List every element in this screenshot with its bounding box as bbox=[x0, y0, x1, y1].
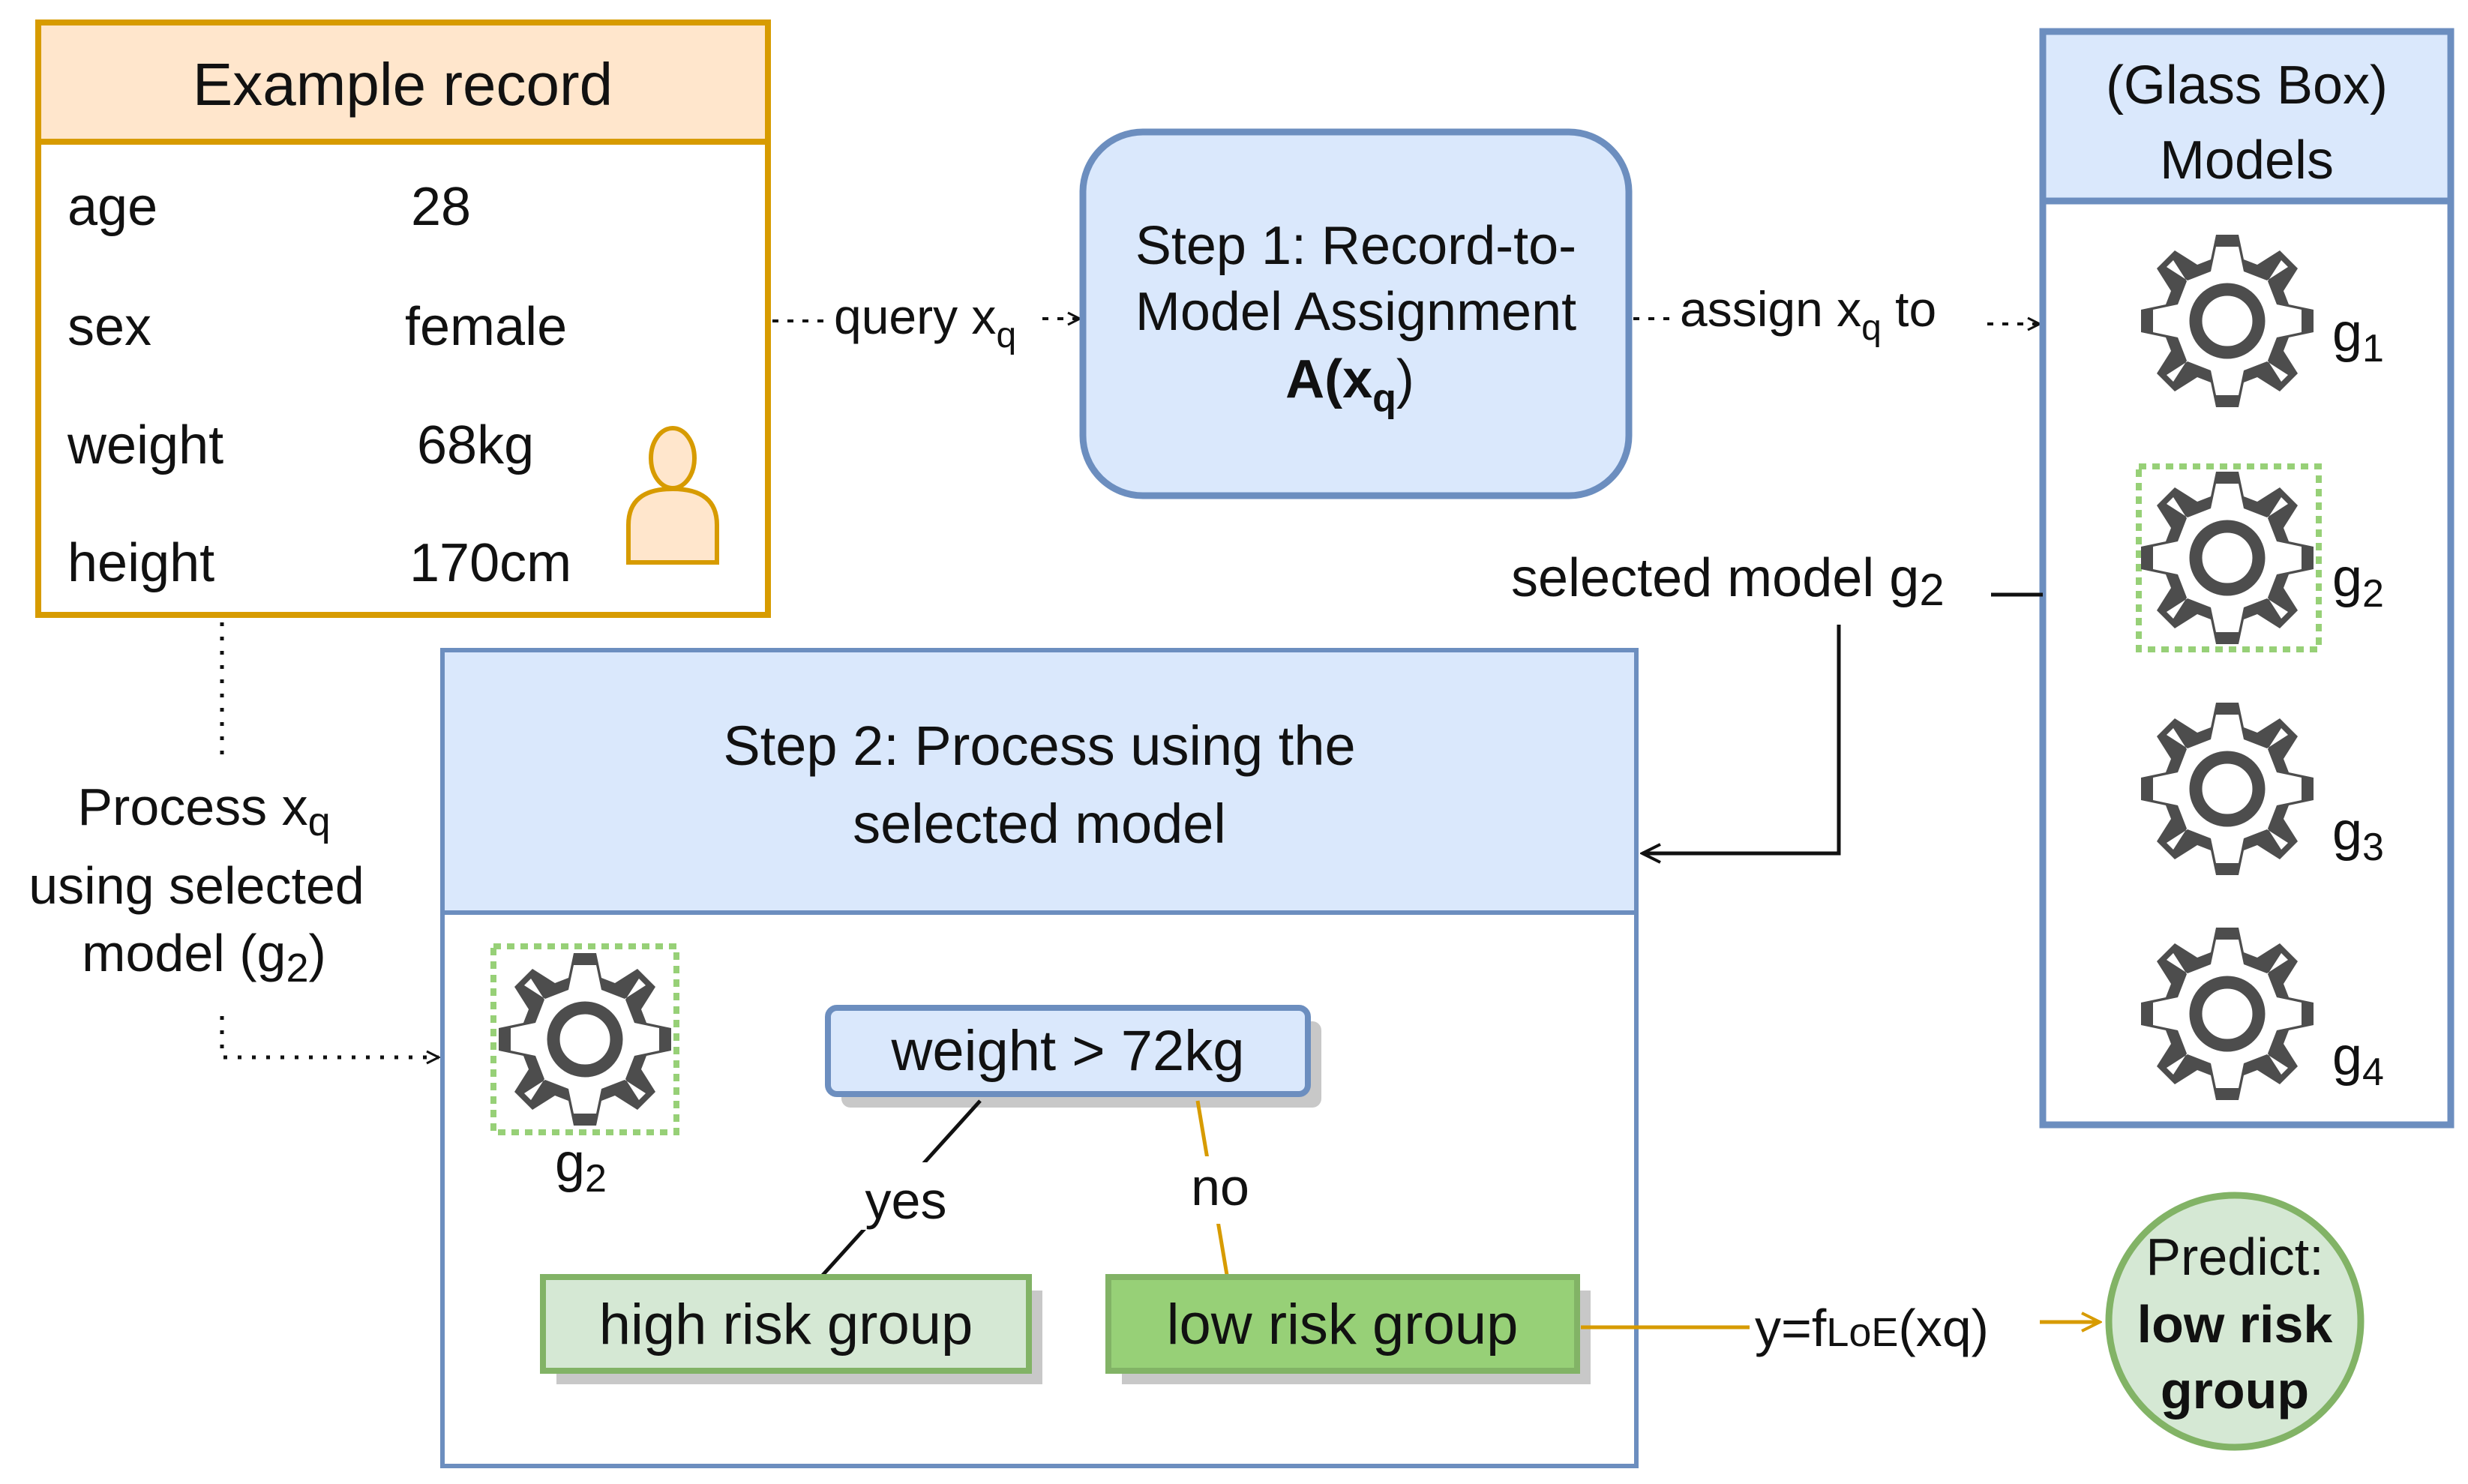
step1-line1: Step 1: Record-to- bbox=[1135, 216, 1576, 276]
process-label-line2: using selected bbox=[28, 856, 364, 915]
field-name-sex: sex bbox=[67, 297, 151, 357]
process-label-line1: Process xq bbox=[77, 778, 330, 844]
field-name-height: height bbox=[67, 533, 214, 593]
models-title-line2: Models bbox=[2160, 130, 2334, 190]
models-panel: (Glass Box) Models g1 g2 g3 g4 bbox=[2039, 28, 2455, 1129]
prediction-line2: low risk bbox=[2137, 1295, 2333, 1354]
models-body bbox=[2039, 197, 2455, 1129]
person-icon bbox=[626, 426, 719, 565]
model-g1-label: g1 bbox=[2332, 303, 2384, 370]
output-arrow: y=fLoE(xq) bbox=[1581, 1299, 2100, 1357]
prediction-node: Predict: low risk group bbox=[2105, 1192, 2365, 1451]
models-title-line1: (Glass Box) bbox=[2106, 55, 2388, 115]
model-g2: g2 bbox=[2136, 463, 2384, 652]
leaf-low-label: low risk group bbox=[1167, 1293, 1519, 1357]
record-title: Example record bbox=[193, 51, 613, 118]
leaf-low-risk: low risk group bbox=[1105, 1274, 1591, 1384]
query-arrow: query xq bbox=[772, 289, 1080, 355]
field-value-weight: 68kg bbox=[417, 415, 534, 475]
record-header bbox=[35, 19, 771, 145]
model-g4-label: g4 bbox=[2332, 1027, 2384, 1094]
leaf-low-box bbox=[1105, 1274, 1580, 1374]
model-g4: g4 bbox=[2141, 928, 2384, 1100]
leaf-high-risk: high risk group bbox=[540, 1274, 1042, 1384]
step2-box: Step 2: Process using the selected model… bbox=[440, 648, 1639, 1468]
step2-title-line2: selected model bbox=[853, 793, 1226, 855]
no-label-bg bbox=[1177, 1156, 1267, 1224]
output-label: y=fLoE(xq) bbox=[1755, 1299, 1989, 1357]
example-record-box: Example record age 28 sex female weight … bbox=[35, 19, 771, 618]
field-name-age: age bbox=[67, 177, 157, 237]
decision-box bbox=[825, 1005, 1311, 1097]
no-label: no bbox=[1191, 1158, 1249, 1216]
assign-label: assign xq to bbox=[1680, 281, 1936, 348]
step1-box: Step 1: Record-to- Model Assignment A(xq… bbox=[1079, 128, 1633, 499]
field-value-age: 28 bbox=[411, 177, 471, 237]
field-value-height: 170cm bbox=[409, 533, 571, 593]
step2-model-label: g2 bbox=[555, 1133, 607, 1201]
step2-model: g2 bbox=[490, 943, 679, 1201]
selected-model-highlight bbox=[490, 943, 679, 1135]
yes-label: yes bbox=[865, 1171, 947, 1230]
prediction-line1: Predict: bbox=[2146, 1228, 2323, 1286]
step2-title-line1: Step 2: Process using the bbox=[723, 715, 1355, 777]
query-label: query xq bbox=[834, 289, 1016, 355]
leaf-high-box bbox=[540, 1274, 1032, 1374]
selected-model-arrow: selected model g2 bbox=[1511, 548, 2043, 853]
step2-header bbox=[440, 648, 1639, 915]
step1-line2: Model Assignment bbox=[1135, 282, 1576, 342]
prediction-line3: group bbox=[2161, 1361, 2309, 1420]
yes-label-bg bbox=[847, 1162, 967, 1230]
process-label-line3: model (g2) bbox=[82, 924, 326, 991]
model-g3-label: g3 bbox=[2332, 802, 2384, 869]
model-g1: g1 bbox=[2141, 235, 2384, 407]
model-g2-label: g2 bbox=[2332, 548, 2384, 616]
selected-model-highlight bbox=[2136, 463, 2322, 652]
field-value-sex: female bbox=[405, 297, 567, 357]
field-name-weight: weight bbox=[67, 415, 223, 475]
process-arrow: Process xq using selected model (g2) bbox=[28, 622, 439, 1057]
model-g3: g3 bbox=[2141, 703, 2384, 875]
leaf-high-label: high risk group bbox=[599, 1293, 973, 1357]
step1-formula: A(xq) bbox=[1285, 349, 1414, 420]
decision-node: weight > 72kg bbox=[825, 1005, 1321, 1108]
decision-condition: weight > 72kg bbox=[890, 1019, 1244, 1083]
prediction-circle bbox=[2105, 1192, 2365, 1451]
selected-model-label: selected model g2 bbox=[1511, 548, 1945, 615]
assign-arrow: assign xq to bbox=[1633, 281, 2040, 348]
